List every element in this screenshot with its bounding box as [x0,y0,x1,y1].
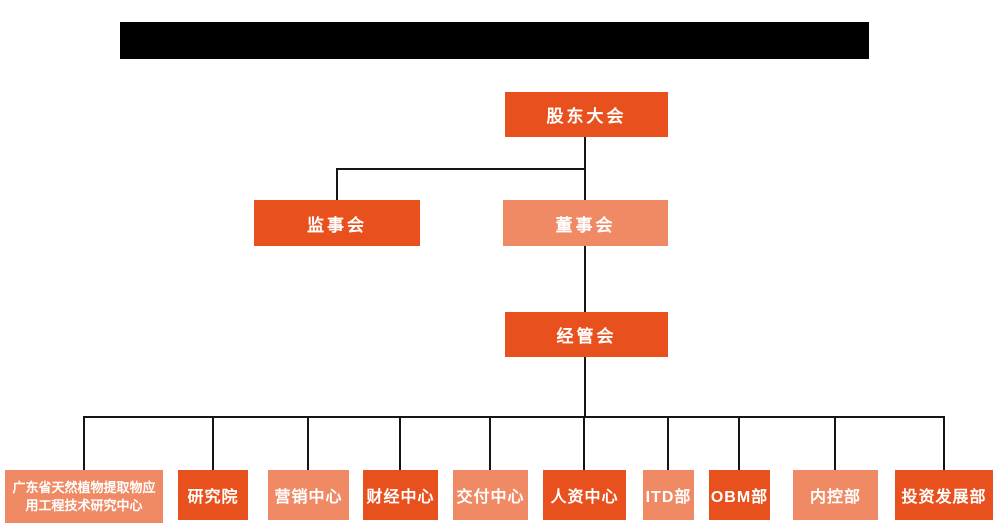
org-node-internal-control-dept: 内控部 [793,470,878,520]
org-node-marketing-center: 营销中心 [268,470,349,520]
redacted-title-bar [120,22,869,59]
org-node-label: 营销中心 [274,489,343,506]
connector-down-supervisory [336,168,338,200]
connector-drop-gd-research-center [83,417,85,470]
org-node-management-committee: 经管会 [505,312,668,357]
org-node-label: 广东省天然植物提取物应用工程技术研究中心 [12,479,156,513]
org-node-research-institute: 研究院 [178,470,248,520]
org-node-hr-center: 人资中心 [543,470,626,520]
connector-drop-hr-center [583,417,585,470]
org-node-gd-research-center: 广东省天然植物提取物应用工程技术研究中心 [5,470,163,523]
connector-drop-delivery-center [489,417,491,470]
connector-drop-research-institute [212,417,214,470]
connector-drop-itd-dept [667,417,669,470]
org-node-label: 内控部 [809,489,861,506]
connector-board-to-management [584,246,586,312]
org-node-label: 投资发展部 [901,489,987,506]
org-node-label: 董事会 [555,215,616,235]
connector-drop-internal-control-dept [834,417,836,470]
org-node-finance-center: 财经中心 [363,470,438,520]
org-node-label: OBM部 [710,489,769,506]
org-node-label: 监事会 [307,215,367,235]
org-node-delivery-center: 交付中心 [453,470,528,520]
org-node-board-of-directors: 董事会 [503,200,668,246]
connector-drop-marketing-center [307,417,309,470]
org-node-investment-dev-dept: 投资发展部 [895,470,993,520]
org-node-label: 交付中心 [456,489,525,506]
connector-drop-investment-dev-dept [943,417,945,470]
org-node-itd-dept: ITD部 [643,470,694,520]
connector-departments-bus [83,416,945,418]
connector-drop-obm-dept [738,417,740,470]
org-node-label: 经管会 [556,327,617,346]
org-node-label: ITD部 [645,489,692,506]
org-node-label: 人资中心 [550,489,619,506]
org-node-label: 股东大会 [546,107,627,126]
connector-drop-finance-center [399,417,401,470]
org-node-supervisory-board: 监事会 [254,200,420,246]
org-node-obm-dept: OBM部 [709,470,770,520]
org-node-label: 研究院 [187,489,239,506]
org-node-shareholders-meeting: 股东大会 [505,92,668,137]
connector-management-down [584,357,586,418]
connector-branch-supervisory [336,168,586,170]
org-node-label: 财经中心 [366,489,435,506]
